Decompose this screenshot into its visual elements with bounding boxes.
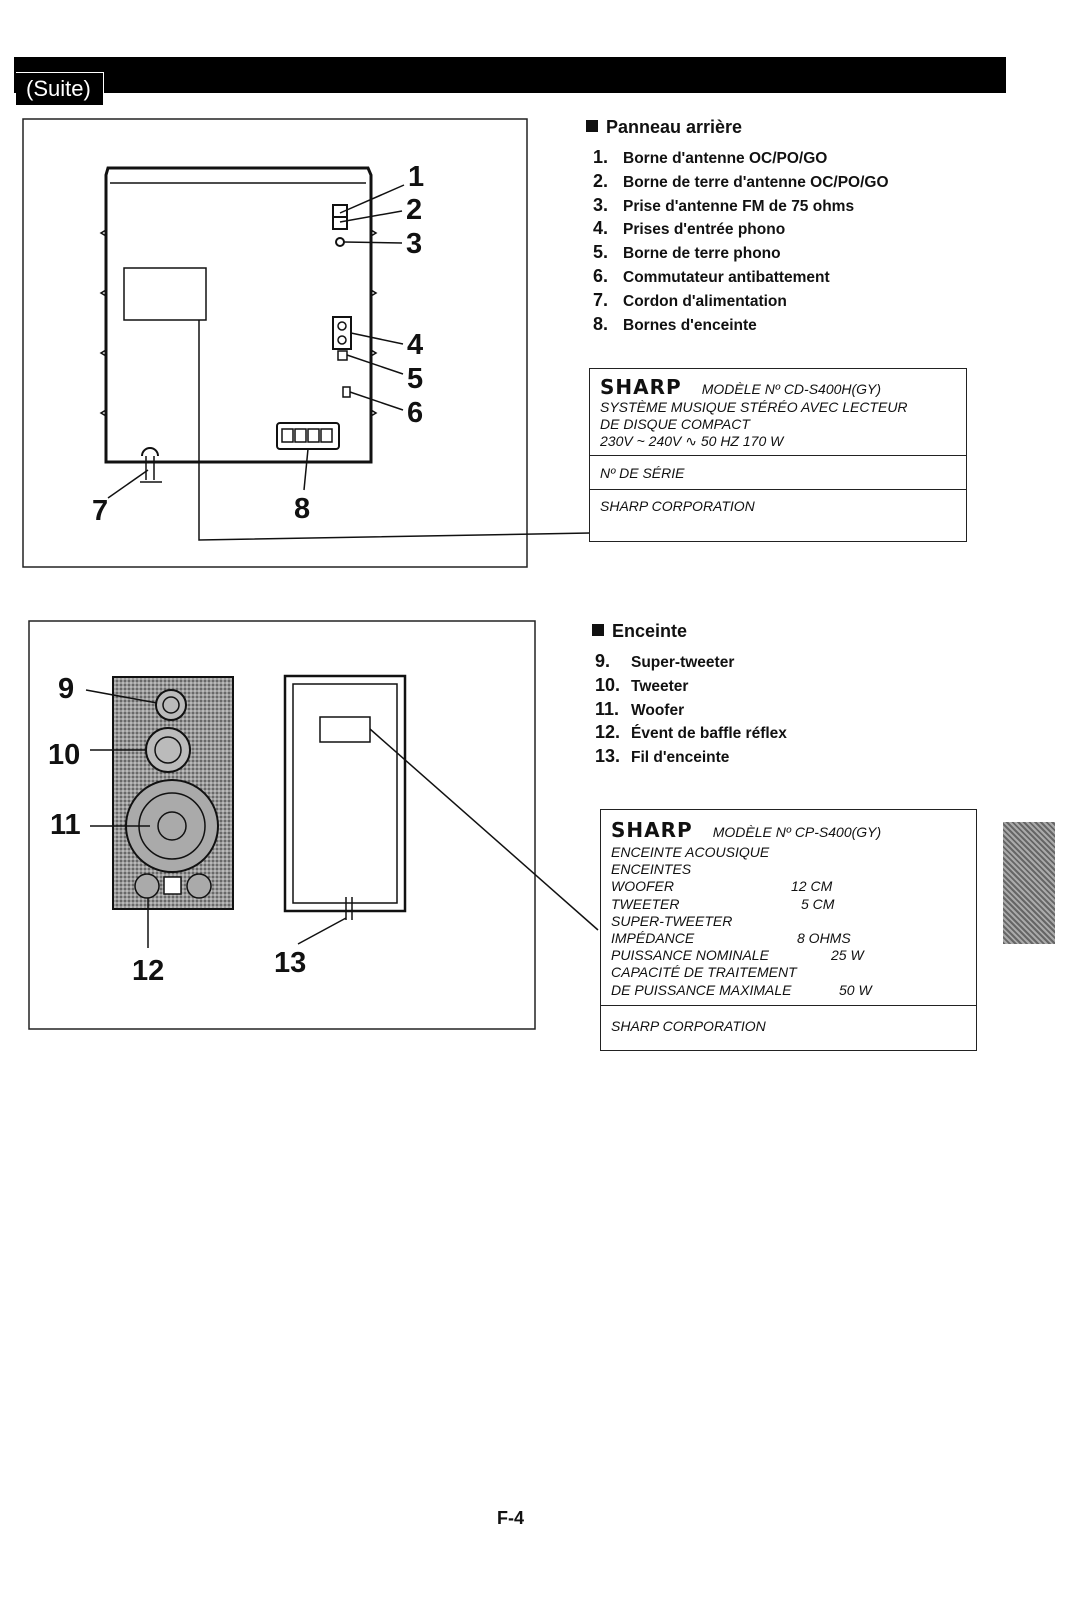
section-header-bar — [14, 57, 1006, 93]
spec-line: DE DISQUE COMPACT — [600, 416, 750, 433]
speaker-title: Enceinte — [592, 621, 687, 642]
beat-cut-switch — [342, 386, 351, 398]
brand-badge — [163, 876, 182, 895]
chapter-tab-marker — [1003, 822, 1055, 944]
list-item: 13.Fil d'enceinte — [595, 746, 730, 767]
list-item: 3.Prise d'antenne FM de 75 ohms — [593, 194, 855, 215]
list-item: 9.Super-tweeter — [595, 651, 735, 671]
callout-3: 3 — [406, 228, 422, 260]
callout-13: 13 — [274, 947, 306, 979]
list-item: 5.Borne de terre phono — [593, 242, 781, 263]
callout-1: 1 — [408, 161, 424, 193]
callout-11: 11 — [50, 809, 81, 841]
callout-8: 8 — [294, 493, 310, 525]
page-number: F-4 — [497, 1508, 524, 1528]
spec-row: CAPACITÉ DE TRAITEMENT — [611, 964, 797, 981]
callout-5: 5 — [407, 363, 423, 395]
rear-panel-figure-frame — [22, 118, 528, 568]
reflex-port-left — [134, 873, 160, 899]
list-item: 11.Woofer — [595, 698, 685, 719]
spec-row: ENCEINTE ACOUSIQUE — [611, 844, 770, 860]
manufacturer-name: SHARP CORPORATION — [611, 1018, 766, 1034]
sharp-logo: SHARP — [600, 375, 682, 399]
callout-7: 7 — [92, 495, 108, 527]
speaker-rear — [283, 674, 407, 913]
fm-antenna-socket — [335, 237, 345, 247]
serial-number-field: Nº DE SÉRIE — [590, 456, 966, 490]
callout-6: 6 — [407, 397, 423, 429]
list-item: 8.Bornes d'enceinte — [593, 313, 757, 334]
rear-panel-parts-list: 1.Borne d'antenne OC/PO/GO 2.Borne de te… — [593, 146, 889, 336]
callout-9: 9 — [58, 673, 74, 705]
callout-12: 12 — [132, 955, 164, 987]
spec-row: ENCEINTES — [611, 861, 692, 878]
speaker-figure-frame — [28, 620, 536, 1030]
unit-rear-body — [104, 166, 373, 464]
callout-4: 4 — [407, 329, 423, 361]
spec-line: 230V ~ 240V ∿ 50 HZ 170 W — [600, 433, 784, 450]
list-item: 12.Évent de baffle réflex — [595, 722, 787, 743]
manufacturer-name: SHARP CORPORATION — [600, 498, 755, 514]
list-item: 7.Cordon d'alimentation — [593, 289, 787, 310]
square-bullet-icon — [592, 624, 604, 636]
model-number: MODÈLE Nº CD-S400H(GY) — [701, 381, 882, 397]
reflex-port-right — [186, 873, 212, 899]
list-item: 6.Commutateur antibattement — [593, 265, 830, 286]
section-header-label: (Suite) — [16, 72, 104, 106]
square-bullet-icon — [586, 120, 598, 132]
model-number: MODÈLE Nº CP-S400(GY) — [712, 824, 882, 840]
list-item: 2.Borne de terre d'antenne OC/PO/GO — [593, 170, 889, 191]
unit-rating-sticker — [123, 267, 207, 321]
list-item: 10.Tweeter — [595, 674, 689, 695]
callout-2: 2 — [406, 194, 422, 226]
spec-line: SYSTÈME MUSIQUE STÉRÉO AVEC LECTEUR — [600, 399, 908, 415]
speaker-rating-sticker — [319, 716, 371, 743]
spec-row: SUPER-TWEETER — [611, 912, 733, 929]
unit-label-plate: SHARP MODÈLE Nº CD-S400H(GY) SYSTÈME MUSI… — [589, 368, 967, 542]
rear-panel-title: Panneau arrière — [586, 117, 742, 138]
super-tweeter-driver — [155, 689, 187, 721]
sharp-logo: SHARP — [611, 818, 693, 842]
speaker-label-plate: SHARP MODÈLE Nº CP-S400(GY) ENCEINTE ACOU… — [600, 809, 977, 1051]
speaker-parts-list: 9.Super-tweeter 10.Tweeter 11.Woofer 12.… — [595, 650, 787, 769]
list-item: 1.Borne d'antenne OC/PO/GO — [593, 147, 828, 167]
callout-10: 10 — [48, 739, 80, 771]
list-item: 4.Prises d'entrée phono — [593, 218, 786, 239]
phono-ground-terminal — [337, 350, 348, 361]
tweeter-driver — [145, 727, 191, 773]
